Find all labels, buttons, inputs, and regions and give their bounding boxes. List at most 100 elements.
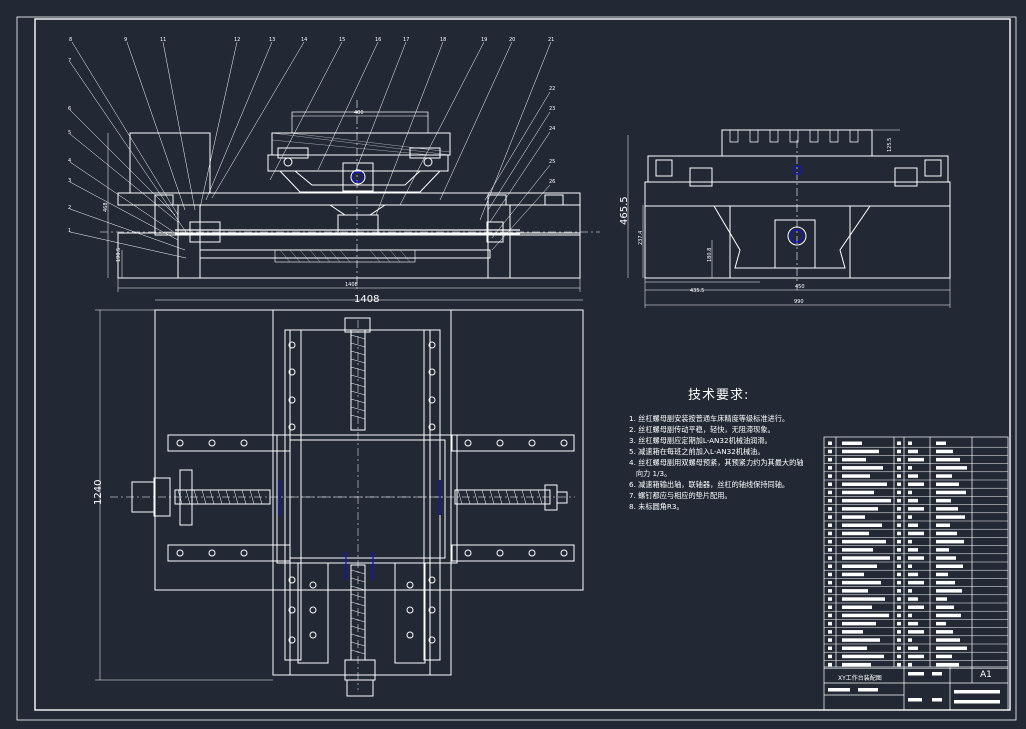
cell-text — [842, 466, 883, 470]
cell-text — [897, 449, 901, 454]
cell-text — [842, 498, 891, 503]
cell-text — [842, 572, 864, 577]
cell-text — [908, 556, 924, 560]
cell-text — [908, 531, 924, 536]
cell-text — [828, 589, 832, 593]
title-block — [823, 436, 1009, 711]
cell-text — [828, 548, 832, 552]
cell-text — [908, 515, 912, 519]
tech-note: 1. 丝杠螺母副安装按普通车床精度等级标准进行。 — [629, 414, 790, 423]
cell-text — [842, 441, 862, 445]
cell-text — [828, 507, 832, 511]
cell-text — [842, 556, 890, 560]
cell-text — [932, 672, 942, 676]
cell-text — [842, 457, 866, 462]
cell-text — [908, 441, 912, 445]
cell-text — [828, 457, 832, 462]
cell-text — [897, 605, 901, 609]
dim-side-sub: 450 — [795, 284, 805, 290]
leader-label: 21 — [548, 37, 554, 43]
cell-text — [897, 638, 901, 642]
cell-text — [908, 654, 924, 659]
cell-text — [908, 613, 912, 618]
cell-text — [908, 449, 918, 454]
outer-border — [16, 16, 1017, 721]
cell-text — [954, 690, 1000, 694]
leader-label: 16 — [375, 37, 381, 43]
cell-text — [842, 548, 873, 552]
leader-label: 12 — [234, 37, 240, 43]
tech-note: 4. 丝杠螺母副用双螺母预紧，其预紧力约为其最大的轴 — [629, 458, 804, 467]
cell-text — [842, 539, 886, 544]
front-view — [100, 100, 600, 292]
cell-text — [936, 507, 958, 511]
cell-text — [842, 613, 889, 618]
leader-label: 9 — [124, 37, 127, 43]
cell-text — [908, 466, 912, 470]
cell-text — [936, 564, 963, 568]
cell-text — [897, 539, 901, 544]
cell-text — [908, 580, 924, 585]
tech-note: 3. 丝杠螺母副应定期加L-AN32机械油润滑。 — [629, 436, 772, 445]
cell-text — [897, 474, 901, 478]
cell-text — [897, 531, 901, 536]
cell-text — [936, 613, 961, 618]
cell-text — [828, 474, 832, 478]
dim-side-h3: 125.5 — [887, 138, 893, 152]
cell-text — [897, 572, 901, 577]
cell-text — [897, 457, 901, 462]
cell-text — [828, 523, 832, 527]
cell-text — [936, 498, 951, 503]
tech-requirements-title: 技术要求: — [688, 388, 750, 403]
leader-label: 2 — [68, 205, 71, 211]
cell-text — [897, 556, 901, 560]
cell-text — [828, 638, 832, 642]
dim-side-h2: 180.8 — [707, 248, 713, 262]
cell-text — [828, 441, 832, 445]
leader-lines — [69, 41, 552, 259]
leader-label: 4 — [68, 158, 71, 164]
leader-label: 26 — [549, 179, 555, 185]
cell-text — [842, 515, 865, 519]
cell-text — [842, 597, 885, 601]
cell-text — [842, 638, 880, 642]
cell-text — [897, 515, 901, 519]
cell-text — [828, 621, 832, 626]
cell-text — [897, 646, 901, 650]
dim-top: 480 — [354, 110, 364, 116]
tech-note: 向力 1/3。 — [629, 469, 672, 478]
cell-text — [897, 548, 901, 552]
cell-text — [936, 630, 953, 634]
cell-text — [936, 638, 960, 642]
cell-text — [908, 646, 918, 650]
cell-text — [908, 605, 924, 609]
cell-text — [897, 564, 901, 568]
leader-label: 6 — [68, 106, 71, 112]
dim-side-height: 465.5 — [619, 196, 630, 225]
cell-text — [936, 523, 950, 527]
dim-front-h2: 190.5 — [116, 248, 122, 262]
cell-text — [842, 564, 877, 568]
cell-text — [842, 605, 872, 609]
cell-text — [936, 531, 957, 536]
tech-note: 6. 减速箱输出轴，联轴器，丝杠的轴线保持同轴。 — [629, 480, 790, 489]
cell-text — [897, 613, 901, 618]
cell-text — [936, 457, 960, 462]
dim-front-width: 1408 — [345, 282, 358, 288]
cell-text — [828, 498, 832, 503]
cell-text — [842, 589, 868, 593]
cell-text — [908, 539, 912, 544]
cell-text — [936, 539, 964, 544]
accent-marks — [279, 165, 804, 580]
cell-text — [828, 490, 832, 495]
cell-text — [842, 490, 874, 495]
cell-text — [936, 474, 952, 478]
cell-text — [842, 654, 884, 659]
leader-label: 22 — [549, 86, 555, 92]
cell-text — [908, 548, 918, 552]
cell-text — [842, 662, 871, 667]
cell-text — [897, 482, 901, 486]
cell-text — [897, 621, 901, 626]
leader-label: 7 — [68, 58, 71, 64]
cell-text — [908, 523, 918, 527]
